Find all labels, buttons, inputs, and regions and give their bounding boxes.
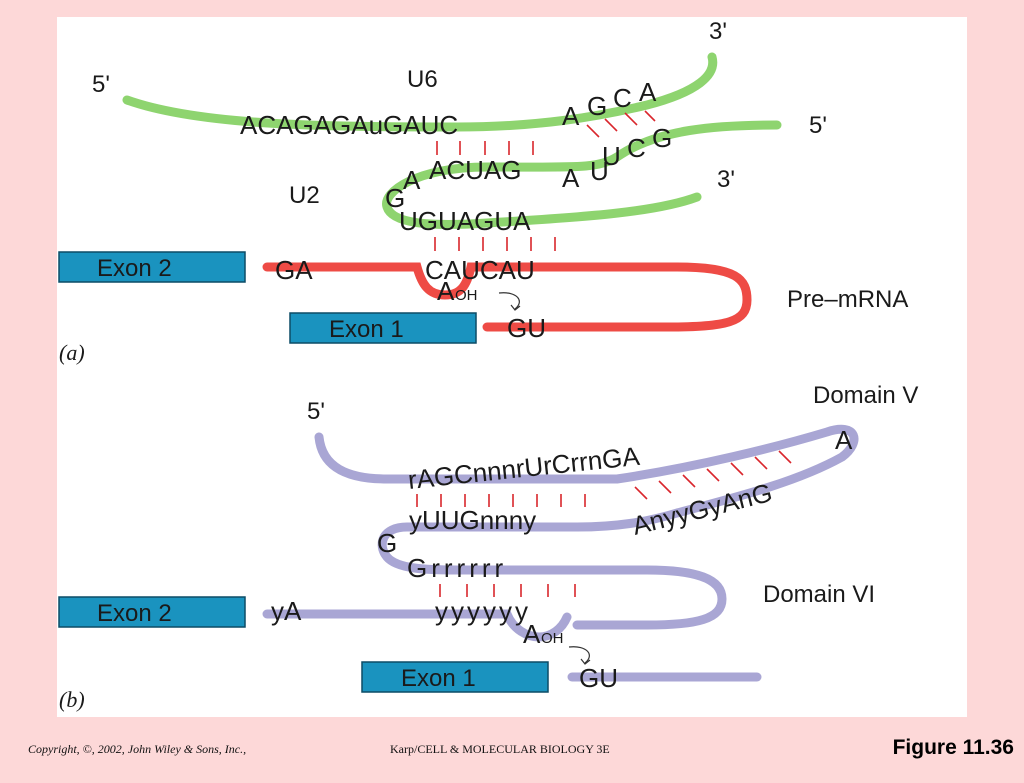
- branch-oh: OH: [455, 287, 478, 304]
- gu-b: GU: [579, 663, 618, 693]
- domain-v-label: Domain V: [813, 382, 918, 409]
- branch-a-b: A: [523, 619, 541, 649]
- mrna-branch-sequence: CAUCAU: [425, 255, 535, 285]
- u6-three-prime: 3': [709, 18, 727, 45]
- exon-1-box-a: [289, 312, 477, 344]
- panel-label-a: (a): [59, 340, 85, 365]
- u2-strand-upper: [382, 120, 782, 229]
- u6-five-prime: 5': [92, 71, 110, 98]
- u6-loop-a1: A: [562, 101, 580, 131]
- domain-v-bottom-left-sequence: yUUGnnny: [409, 505, 536, 535]
- branch-a: A: [437, 276, 455, 306]
- copyright-text: Copyright, ©, 2002, John Wiley & Sons, I…: [28, 742, 247, 756]
- u6-loop-c: C: [613, 83, 632, 113]
- pre-mrna-label: Pre–mRNA: [787, 286, 908, 313]
- domain-v-loop-a: A: [835, 425, 853, 455]
- attack-arrow-b: [568, 646, 590, 664]
- domain-vi-top-sequence: Grrrrrr: [407, 553, 507, 583]
- base-pairs-b: [416, 450, 792, 597]
- base-pairs-a: [434, 110, 656, 251]
- u6-strand: [122, 52, 718, 132]
- domain-v-strand: [314, 424, 859, 630]
- u6-loop-g: G: [587, 91, 607, 121]
- ya-label: yA: [271, 596, 302, 626]
- u2-branch-sequence: UGUAGUA: [399, 206, 531, 236]
- u6-sequence: ACAGAGAuGAUC: [240, 110, 458, 140]
- u2-label: U2: [289, 182, 320, 209]
- book-title: Karp/CELL & MOLECULAR BIOLOGY 3E: [390, 742, 610, 756]
- exon-1-box-b: [361, 661, 549, 693]
- figure-panel: U6 U2 5' 3' 5' 3' ACAGAGAuGAUC A G C A G…: [57, 17, 967, 717]
- gu-a: GU: [507, 313, 546, 343]
- u2-three-prime: 3': [717, 166, 735, 193]
- u2-g: G: [385, 183, 405, 213]
- domain-vi-label: Domain VI: [763, 581, 875, 608]
- domain-vi-strand: [262, 609, 572, 642]
- u2-inner-u: U: [590, 156, 609, 186]
- u6-loop-a2: A: [639, 77, 657, 107]
- domain-vi-bottom-sequence: yyyyyy: [435, 596, 531, 626]
- branch-oh-b: OH: [541, 630, 564, 647]
- exon-2-box-a: [58, 251, 246, 283]
- pre-mrna-strand: [262, 262, 752, 332]
- exon-2-label-b: Exon 2: [97, 600, 172, 627]
- exon-1-label-b: Exon 1: [401, 665, 476, 692]
- u2-inner-sequence: ACUAG: [429, 155, 521, 185]
- domain-v-bottom-right-sequence: AnyyGyAnG: [629, 477, 775, 541]
- u6-label: U6: [407, 66, 438, 93]
- mrna-ga: GA: [275, 255, 313, 285]
- u2-five-prime: 5': [809, 112, 827, 139]
- panel-label-b: (b): [59, 687, 85, 712]
- figure-number: Figure 11.36: [892, 736, 1014, 759]
- u2-loop-u: U: [602, 141, 621, 171]
- domain-vi-g: G: [377, 528, 397, 558]
- attack-arrow-a: [498, 292, 520, 310]
- exon-1-label-a: Exon 1: [329, 316, 404, 343]
- u2-inner-a: A: [562, 163, 580, 193]
- exon-2-box-b: [58, 596, 246, 628]
- u2-loop-c: C: [627, 133, 646, 163]
- u2-loop-g: G: [652, 123, 672, 153]
- splicing-diagram: U6 U2 5' 3' 5' 3' ACAGAGAuGAUC A G C A G…: [58, 18, 918, 712]
- exon-2-label-a: Exon 2: [97, 255, 172, 282]
- domain-v-top-sequence: rAGCnnnrUrCrrnGA: [406, 441, 641, 495]
- u2-a: A: [403, 165, 421, 195]
- domain-v-five-prime: 5': [307, 398, 325, 425]
